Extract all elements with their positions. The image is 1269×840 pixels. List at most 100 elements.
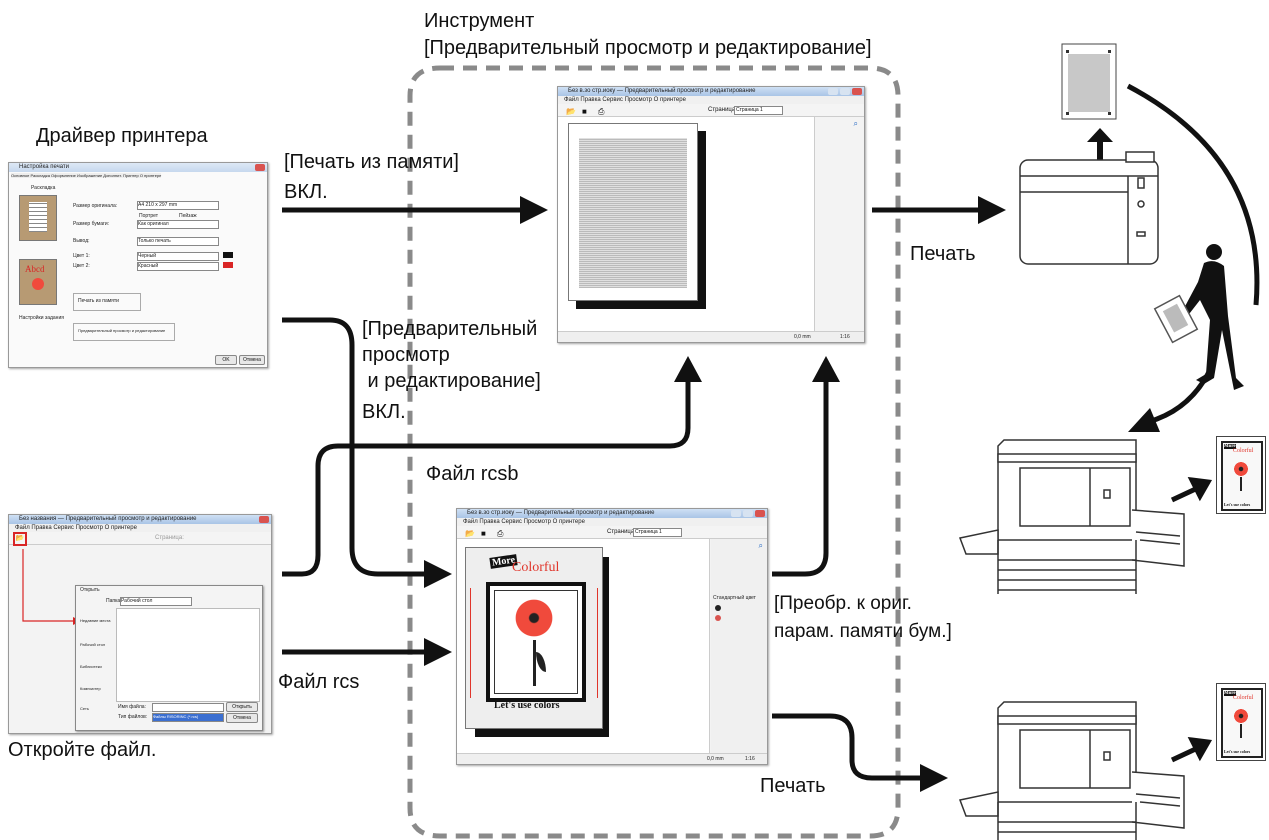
orig-size-select[interactable]: A4 210 x 297 mm	[137, 201, 219, 210]
editor-window-bottom: Без в.зо стр.иоку — Предварительный прос…	[456, 508, 768, 765]
printer-driver-label: Драйвер принтера	[36, 125, 208, 147]
places-bar: Недавние места Рабочий стол Библиотеки К…	[78, 608, 114, 712]
editor-area: More Colorful Let's use colors	[457, 539, 710, 754]
open-file-window: Без названия — Предварительный просмотр …	[8, 514, 272, 734]
preview-window-top-titlebar: Без в.зо стр.иоку — Предварительный прос…	[558, 87, 864, 96]
place-desktop[interactable]: Рабочий стол	[80, 642, 106, 647]
sheet-colorful: Colorful	[1233, 448, 1254, 454]
page-label: Страница:	[607, 529, 636, 535]
minimize-button[interactable]	[731, 510, 741, 517]
printer-driver-window: Настройка печати Основное Раскладка Офор…	[8, 162, 268, 368]
color-icon[interactable]	[715, 615, 721, 621]
status-bar: 0,0 mm 1:16	[457, 753, 767, 764]
eraser-icon[interactable]	[715, 605, 721, 611]
arrow-open-to-preview	[282, 380, 691, 577]
preview-window-top: Без в.зо стр.иоку — Предварительный прос…	[557, 86, 865, 343]
toolbar: 📂 Страница:	[9, 532, 271, 546]
output-arrow-top	[1170, 476, 1213, 503]
place-libraries[interactable]: Библиотеки	[80, 664, 102, 669]
filename-input[interactable]	[152, 703, 224, 712]
layout-label: Раскладка	[31, 185, 56, 191]
place-computer[interactable]: Компьютер	[80, 686, 101, 691]
print-label-bottom: Печать	[760, 775, 826, 797]
editor-window-titlebar: Без в.зо стр.иоку — Предварительный прос…	[457, 509, 767, 518]
minimize-button[interactable]	[828, 88, 838, 95]
preview-page	[568, 123, 698, 301]
zoom-icon[interactable]: ⌕	[758, 541, 763, 550]
paper-size-select[interactable]: Как оригинал	[137, 220, 219, 229]
close-button[interactable]	[755, 510, 765, 517]
ok-button[interactable]: OK	[215, 355, 237, 365]
menu-bar[interactable]: Файл Правка Сервис Просмотр О принтере	[457, 518, 767, 526]
filetype-select[interactable]: Файлы RISORINC (*.rcs)	[152, 713, 224, 722]
open-icon[interactable]: 📂	[465, 529, 475, 538]
file-list[interactable]	[116, 608, 260, 702]
print-memory-box: Печать из памяти	[73, 293, 141, 311]
open-icon[interactable]: 📂	[566, 107, 576, 116]
preview-thumb: Abcd	[19, 259, 57, 305]
tool-heading: Инструмент	[424, 10, 535, 32]
cancel-button[interactable]: Отмена	[239, 355, 265, 365]
preview-box: Предварительный просмотр и редактировани…	[73, 323, 175, 341]
arrow-editor-to-preview	[772, 380, 829, 577]
print-icon[interactable]: ⎙	[598, 107, 605, 116]
open-dialog-title: Открыть	[80, 587, 100, 593]
duplicator-top	[958, 439, 1185, 594]
laser-printer	[1019, 151, 1159, 265]
arrow-editor-to-duplicator	[772, 713, 925, 781]
arrow-output-to-person	[1126, 83, 1260, 306]
preview-area	[558, 117, 815, 332]
artwork-page: More Colorful Let's use colors	[465, 547, 603, 729]
artwork-frame	[486, 582, 586, 702]
output-sheet-small	[1061, 43, 1117, 120]
output-select[interactable]: Только печать	[137, 237, 219, 246]
orientation-portrait[interactable]: Портрет	[139, 213, 159, 219]
open-icon[interactable]: 📂	[13, 532, 27, 546]
open-button[interactable]: Открыть	[226, 702, 258, 712]
flower-icon	[1233, 461, 1249, 477]
close-button[interactable]	[259, 516, 269, 523]
cancel-button[interactable]: Отмена	[226, 713, 258, 723]
open-file-label: Откройте файл.	[8, 739, 157, 761]
output-arrow-bottom	[1170, 736, 1213, 763]
close-button[interactable]	[852, 88, 862, 95]
person-walking-icon	[1153, 244, 1244, 390]
maximize-button[interactable]	[743, 510, 753, 517]
panel-label: Стандартный цвет	[713, 595, 756, 601]
color2-select[interactable]: Красный	[137, 262, 219, 271]
page-label: Страница:	[155, 535, 184, 541]
color2-swatch	[223, 262, 233, 268]
menu-bar[interactable]: Файл Правка Сервис Просмотр О принтере	[9, 524, 271, 532]
place-network[interactable]: Сеть	[80, 706, 89, 711]
orientation-landscape[interactable]: Пейзаж	[179, 213, 197, 219]
page-select[interactable]: Страница 1	[734, 106, 783, 115]
preview-edit-option-label: [Предварительный просмотр и редактирован…	[362, 318, 541, 392]
folder-select[interactable]: Рабочий стол	[120, 597, 192, 606]
print-from-memory-label: [Печать из памяти]	[284, 151, 459, 173]
tool-heading-sub: [Предварительный просмотр и редактирован…	[424, 37, 872, 59]
status-bar: 0,0 mm 1:16	[558, 331, 864, 342]
file-rcsb-label: Файл rcsb	[426, 463, 519, 485]
driver-tabs[interactable]: Основное Раскладка Оформление Изображени…	[11, 173, 162, 178]
page-select[interactable]: Страница 1	[633, 528, 682, 537]
file-rcs-label: Файл rcs	[278, 671, 360, 693]
toolbar: 📂 ■ ⎙ Страница: Страница 1	[457, 526, 767, 539]
save-icon[interactable]: ■	[582, 107, 587, 116]
page-content	[579, 138, 687, 288]
print-icon[interactable]: ⎙	[497, 529, 504, 538]
color1-swatch	[223, 252, 233, 258]
color1-select[interactable]: Черный	[137, 252, 219, 261]
menu-bar[interactable]: Файл Правка Сервис Просмотр О принтере	[558, 96, 864, 104]
zoom-icon[interactable]: ⌕	[853, 119, 858, 128]
open-dialog: Открыть Папка: Рабочий стол Недавние мес…	[75, 585, 263, 731]
close-button[interactable]	[255, 164, 265, 171]
print-from-memory-on: ВКЛ.	[284, 181, 328, 203]
save-icon[interactable]: ■	[481, 529, 486, 538]
preview-checkbox[interactable]: Предварительный просмотр и редактировани…	[78, 328, 166, 333]
maximize-button[interactable]	[840, 88, 850, 95]
print-memory-checkbox[interactable]: Печать из памяти	[78, 298, 119, 304]
sheet-colorful: Colorful	[1233, 695, 1254, 701]
layout-thumb	[19, 195, 57, 241]
place-recent[interactable]: Недавние места	[80, 618, 111, 623]
